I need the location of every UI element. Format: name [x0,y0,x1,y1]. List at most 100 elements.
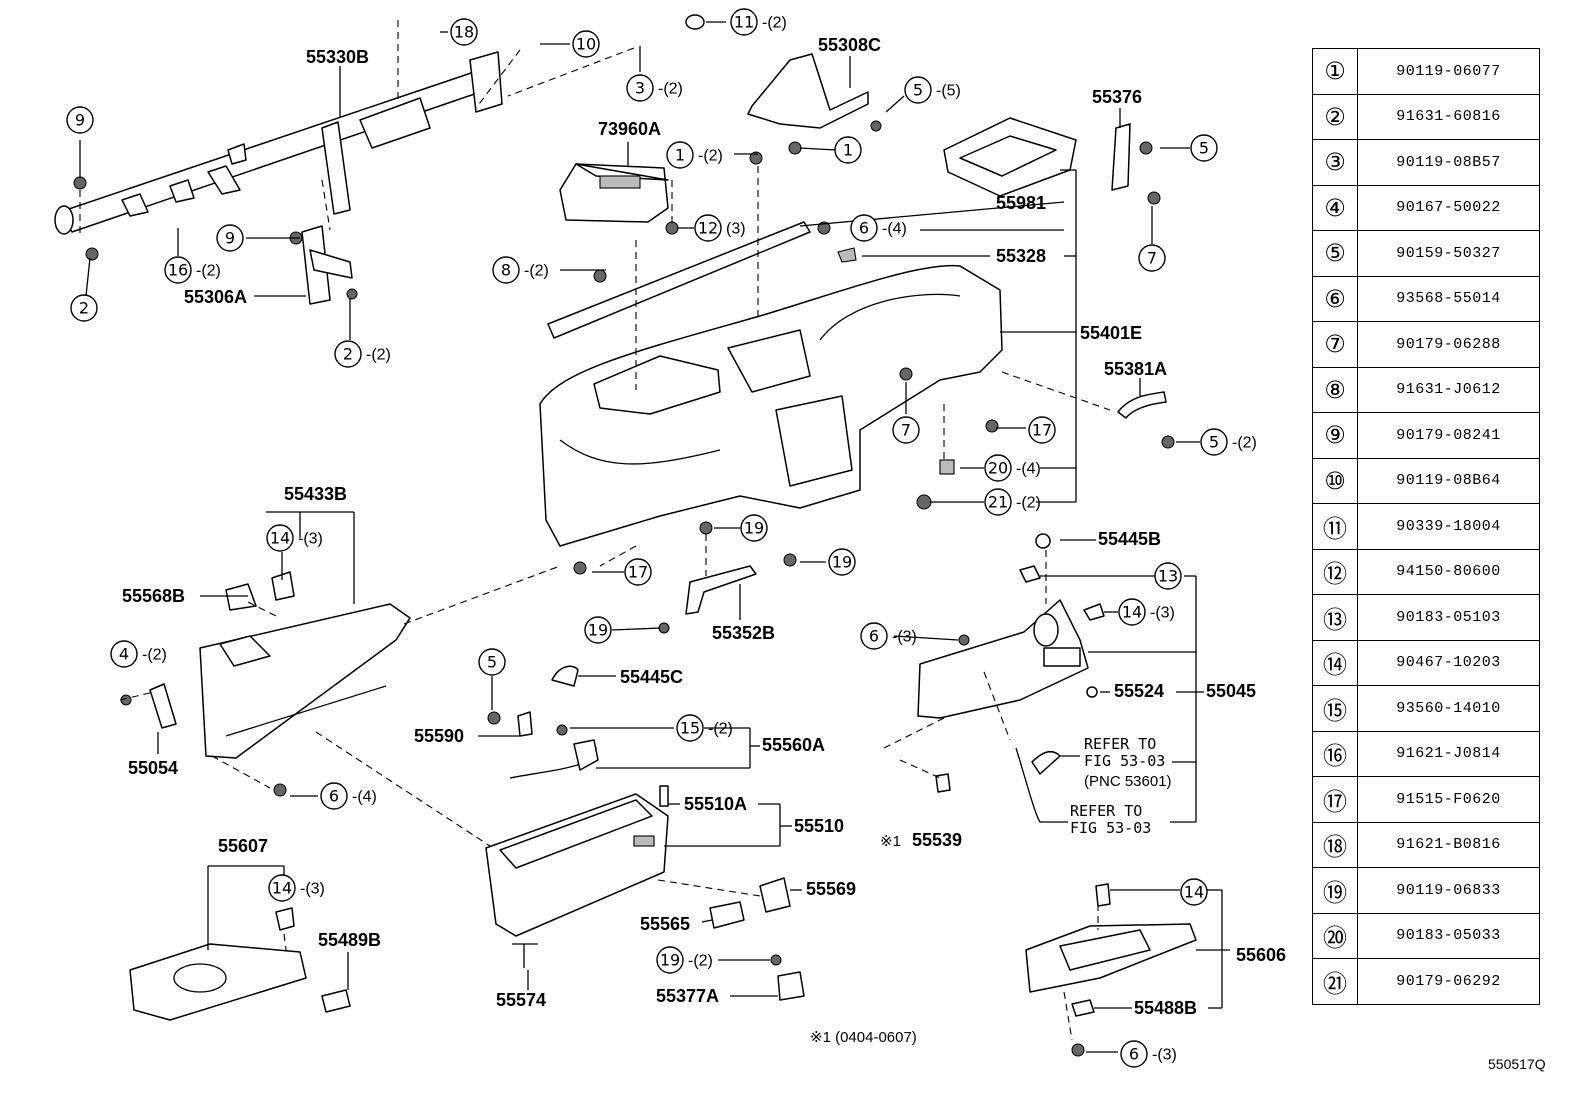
part-number-cell: 90119-08B57 [1357,139,1540,186]
callout-number: 1 [843,141,853,160]
ref-number-cell: ⑤ [1312,230,1358,277]
callout-5: 5 [478,648,506,676]
callout-number: 14 [270,529,290,548]
part-number-cell: 91621-B0816 [1357,821,1540,868]
callout-9: 9 [216,224,244,252]
part-number-cell: 91631-60816 [1357,93,1540,140]
part-number-cell: 91621-J0814 [1357,730,1540,777]
callout-quantity: -(3) [1152,1047,1177,1064]
callout-quantity: -(2) [698,148,723,165]
part-label: 55524 [1114,681,1164,701]
part-number-cell: 94150-80600 [1357,548,1540,595]
ref-number-cell: ⑨ [1312,412,1358,459]
callout-2: 2-(2) [334,340,391,368]
callout-circle [860,622,888,650]
callout-13: 13 [1154,562,1182,590]
part-label: 55590 [414,726,464,746]
callout-number: 5 [1199,139,1209,158]
callout-10: 10 [572,30,600,58]
callout-5: 5 [1190,134,1218,162]
part-label: 55488B [1134,998,1197,1018]
callout-14: 14-(3) [266,524,323,552]
callout-4: 4 -(2) [110,640,167,668]
ref-number-cell: ① [1312,48,1358,95]
part-label: 55574 [496,990,546,1010]
under-cover-55606-drawing [1025,883,1197,1057]
callout-number: 15 [680,719,700,738]
callout-circle [584,616,612,644]
callout-quantity: -(4) [1016,461,1041,478]
callout-circle [266,524,294,552]
callout-circle [1028,416,1056,444]
callout-number: 12 [698,219,718,238]
callout-20: 20 -(4) [984,454,1041,482]
part-label: 55308C [818,35,881,55]
callout-number: 14 [272,879,292,898]
callout-number: 6 [329,787,339,806]
callout-19: 19 [828,548,856,576]
callout-circle [110,640,138,668]
callout-circle [828,548,856,576]
callout-6: 6-(4) [320,782,377,810]
refer-note-a-line2: FIG 53-03 [1084,752,1165,770]
callout-quantity: -(2) [142,647,167,664]
part-label: 55401E [1080,323,1142,343]
bracket-55308c-drawing [747,53,882,155]
part-number-cell: 93560-14010 [1357,685,1540,732]
ref-number-cell: ⑧ [1312,366,1358,413]
callouts: 181011-(2)3-(2)5-(5)1-(2)199216-(2)2-(2)… [66,8,1257,1068]
callout-quantity: -(2) [688,953,713,970]
callout-circle [1118,598,1146,626]
part-label: 55510 [794,816,844,836]
callout-number: 7 [1147,249,1157,268]
part-number-cell: 90119-06077 [1357,48,1540,95]
figure-code: 550517Q [1488,1056,1546,1072]
ref-number-cell: ⑱ [1312,821,1358,868]
callout-circle [740,514,768,542]
callout-quantity: -(4) [882,221,907,238]
callout-3: 3-(2) [626,74,683,102]
line-art [54,14,1230,1057]
callout-circle [478,648,506,676]
part-number-cell: 90183-05103 [1357,594,1540,641]
callout-number: 20 [988,459,1008,478]
bracket-55306a-drawing [289,225,358,305]
callout-number: 4 [119,645,129,664]
callout-number: 14 [1122,603,1142,622]
footnote: ※1 (0404-0607) [810,1029,917,1046]
bracket-55381a-drawing [1117,391,1175,449]
part-label: 55981 [996,193,1046,213]
callout-15: 15-(2) [676,714,733,742]
callout-19: 19 [584,616,612,644]
callout-16: 16-(2) [164,256,221,284]
callout-12: 12(3) [694,214,746,242]
part-label: 55445B [1098,529,1161,549]
callout-1: 1 [834,136,862,164]
ref-number-cell: ⑥ [1312,275,1358,322]
part-label: 55328 [996,246,1046,266]
glove-box-55510-drawing [485,785,669,968]
callout-5: 5-(2) [1200,428,1257,456]
part-number-cell: 90179-08241 [1357,412,1540,459]
part-label: 55381A [1104,359,1167,379]
callout-number: 5 [487,653,497,672]
callout-quantity: -(3) [1150,605,1175,622]
ref-number-cell: ⑫ [1312,548,1358,595]
callout-21: 21-(2) [984,488,1041,516]
part-label: 55352B [712,623,775,643]
callout-circle [984,454,1012,482]
part-label: 55330B [306,47,369,67]
callout-circle [904,76,932,104]
callout-7: 7 [1138,244,1166,272]
